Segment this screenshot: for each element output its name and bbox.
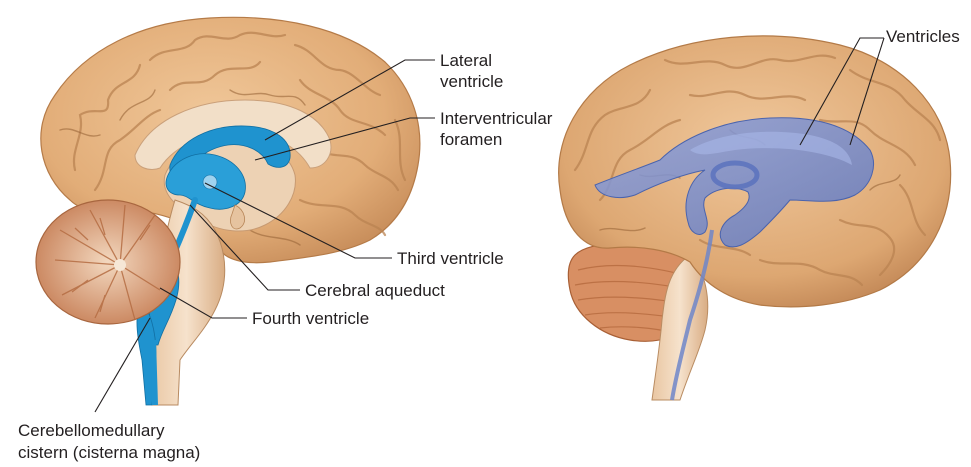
label-lateral-ventricle-1: Lateral <box>440 51 492 70</box>
label-cerebellomedullary-cistern-2: cistern (cisterna magna) <box>18 443 200 462</box>
cerebellum <box>36 200 180 324</box>
label-ventricles: Ventricles <box>886 27 960 46</box>
label-interventricular-foramen-1: Interventricular <box>440 109 553 128</box>
cerebellar-nucleus <box>114 259 126 271</box>
label-interventricular-foramen-2: foramen <box>440 130 502 149</box>
interthalamic-adhesion <box>203 175 217 189</box>
lateral-brain <box>559 36 951 400</box>
label-cerebellomedullary-cistern-1: Cerebellomedullary <box>18 421 165 440</box>
label-third-ventricle: Third ventricle <box>397 249 504 268</box>
sagittal-brain <box>36 17 420 405</box>
label-fourth-ventricle: Fourth ventricle <box>252 309 369 328</box>
label-cerebral-aqueduct: Cerebral aqueduct <box>305 281 445 300</box>
label-lateral-ventricle-2: ventricle <box>440 72 503 91</box>
